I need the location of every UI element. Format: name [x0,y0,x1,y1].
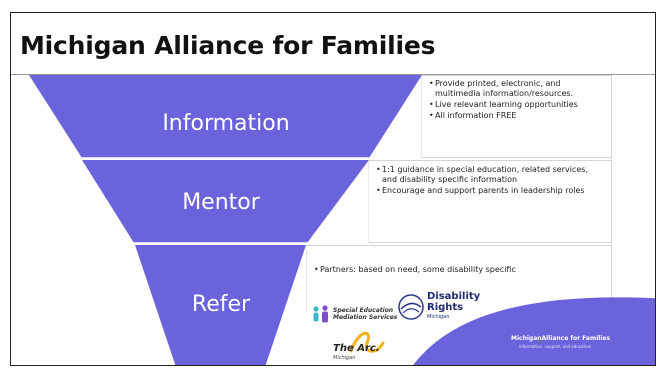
information-bullets-box: Provide printed, electronic, and multime… [422,75,612,158]
disability-rights-line1: Disability [427,291,481,302]
brand-badge-name: MichiganAlliance for Families [511,335,611,342]
the-arc-logo: The Arc. Michigan [329,331,409,365]
slide-title: Michigan Alliance for Families [20,31,436,60]
disability-rights-logo: Disability Rights Michigan [397,291,487,327]
funnel-label-mentor: Mentor [182,190,260,215]
title-divider [11,74,655,75]
information-bullet: Live relevant learning opportunities [428,100,607,110]
funnel-diagram [29,75,611,365]
disability-rights-emblem-icon [398,294,424,320]
funnel-level-mentor [82,160,369,243]
mentor-bullets-box: 1:1 guidance in special education, relat… [369,160,612,243]
the-arc-sub: Michigan [333,355,356,361]
information-bullet: All information FREE [428,111,607,121]
funnel-level-refer [135,245,306,365]
disability-rights-line2: Rights [427,302,464,313]
the-arc-swoosh-icon [349,332,385,353]
slide-frame: Michigan Alliance for Families Informati… [10,12,656,366]
information-bullet: Provide printed, electronic, and multime… [428,79,607,99]
semco-line2: Mediation Services [333,314,398,321]
funnel-label-refer: Refer [191,292,251,317]
brand-badge-shape [413,297,655,365]
funnel-level-information [29,75,422,158]
semco-people-icon [313,305,328,323]
brand-badge: MichiganAlliance for Families informatio… [511,335,651,359]
refer-bullet: Partners: based on need, some disability… [313,265,605,275]
semco-line1: Special Education [333,307,394,314]
mentor-bullet: 1:1 guidance in special education, relat… [375,165,601,185]
the-arc-name: The Arc. [333,343,380,354]
funnel-label-information: Information [162,111,290,136]
semco-logo: Special Education Mediation Services [311,303,401,327]
mentor-bullet: Encourage and support parents in leaders… [375,186,601,196]
brand-badge-tagline: information, support, and education [519,344,592,349]
disability-rights-line3: Michigan [427,314,450,320]
